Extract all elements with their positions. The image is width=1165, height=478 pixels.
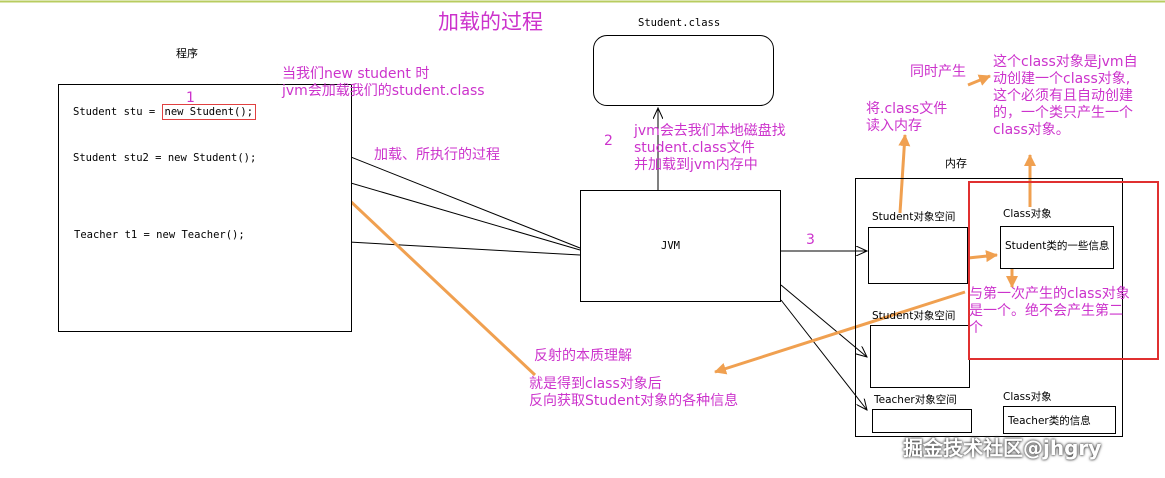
code-line-2: Student stu2 = new Student(); — [73, 152, 257, 164]
program-label: 程序 — [176, 47, 198, 60]
class-object-note-line-5: class对象。 — [993, 122, 1070, 138]
code-line-3: Teacher t1 = new Teacher(); — [74, 229, 245, 241]
step2-note-line-1: jvm会去我们本地磁盘找 — [634, 123, 786, 139]
student-class-file-box — [593, 35, 774, 106]
class-object-label-1: Class对象 — [1003, 208, 1052, 220]
step1-note-line-1: 当我们new student 时 — [282, 66, 430, 82]
orange-arrow-to-reflection — [714, 290, 966, 375]
reflection-note: 就是得到class对象后 反向获取Student对象的各种信息 — [529, 376, 738, 410]
reflection-title: 反射的本质理解 — [534, 348, 632, 364]
student-space-2-label: Student对象空间 — [872, 310, 956, 322]
read-in-note: 将.class文件 读入内存 — [866, 101, 947, 135]
teacher-info-text: Teacher类的信息 — [1008, 415, 1091, 427]
jvm-box — [580, 190, 781, 302]
student-space-2 — [870, 325, 970, 388]
class-object-note-line-2: 动创建一个class对象, — [993, 71, 1131, 87]
jvm-label: JVM — [661, 240, 680, 252]
step1-note: 当我们new student 时 jvm会加载我们的student.class — [282, 66, 485, 100]
teacher-space-label: Teacher对象空间 — [874, 394, 957, 406]
class-object-highlight-frame — [968, 181, 1159, 360]
teacher-space — [872, 409, 972, 433]
memory-label: 内存 — [945, 157, 967, 170]
class-object-label-2: Class对象 — [1003, 391, 1052, 403]
simultaneous-note: 同时产生 — [910, 64, 966, 80]
memory-panel — [855, 178, 1123, 437]
step2-note: jvm会去我们本地磁盘找 student.class文件 并加载到jvm内存中 — [634, 123, 786, 174]
student-space-1-label: Student对象空间 — [872, 211, 956, 223]
class-object-note-line-3: 这个必须有且自动创建 — [993, 88, 1133, 104]
same-object-note-line-1: 与第一次产生的class对象 — [969, 286, 1130, 302]
program-panel — [58, 84, 352, 332]
same-object-note-line-3: 个 — [969, 320, 983, 336]
code-line-1-highlight: new Student(); — [161, 104, 257, 120]
read-in-note-line-2: 读入内存 — [866, 118, 922, 134]
same-object-note-line-2: 是一个。绝不会产生第二 — [969, 303, 1123, 319]
student-class-label: Student.class — [638, 17, 721, 29]
orange-arrow-space-to-class — [967, 250, 998, 263]
student-space-1 — [868, 227, 968, 284]
step2-note-line-3: 并加载到jvm内存中 — [634, 157, 758, 173]
class-object-note-line-4: 的，一个类只产生一个 — [993, 105, 1133, 121]
step3-number: 3 — [806, 232, 815, 248]
same-object-note: 与第一次产生的class对象 是一个。绝不会产生第二 个 — [969, 286, 1130, 337]
class-object-note: 这个class对象是jvm自 动创建一个class对象, 这个必须有且自动创建 … — [993, 54, 1138, 139]
orange-arrow-simultaneous — [967, 74, 991, 87]
step1-number: 1 — [186, 90, 195, 106]
student-info-box — [1000, 226, 1114, 269]
reflection-note-line-2: 反向获取Student对象的各种信息 — [529, 393, 739, 409]
load-process-note: 加载、所执行的过程 — [374, 147, 500, 163]
teacher-info-box — [1003, 406, 1116, 434]
step2-note-line-2: student.class文件 — [634, 140, 755, 156]
watermark: 掘金技术社区@jhgry — [903, 436, 1102, 460]
arrow-jvm-to-student-space-2 — [780, 284, 867, 357]
arrow-jvm-to-teacher-space — [780, 299, 867, 410]
step2-number: 2 — [604, 133, 613, 149]
read-in-note-line-1: 将.class文件 — [866, 101, 948, 117]
page-title: 加载的过程 — [438, 10, 543, 34]
step1-note-line-2: jvm会加载我们的student.class — [282, 83, 485, 99]
orange-arrow-read-in-memory — [898, 134, 911, 214]
class-object-note-line-1: 这个class对象是jvm自 — [993, 54, 1138, 70]
student-info-text: Student类的一些信息 — [1005, 240, 1110, 252]
code-line-1: Student stu = new Student(); — [73, 104, 257, 120]
code-line-1-text: Student stu = — [73, 106, 162, 118]
reflection-note-line-1: 就是得到class对象后 — [529, 376, 662, 392]
